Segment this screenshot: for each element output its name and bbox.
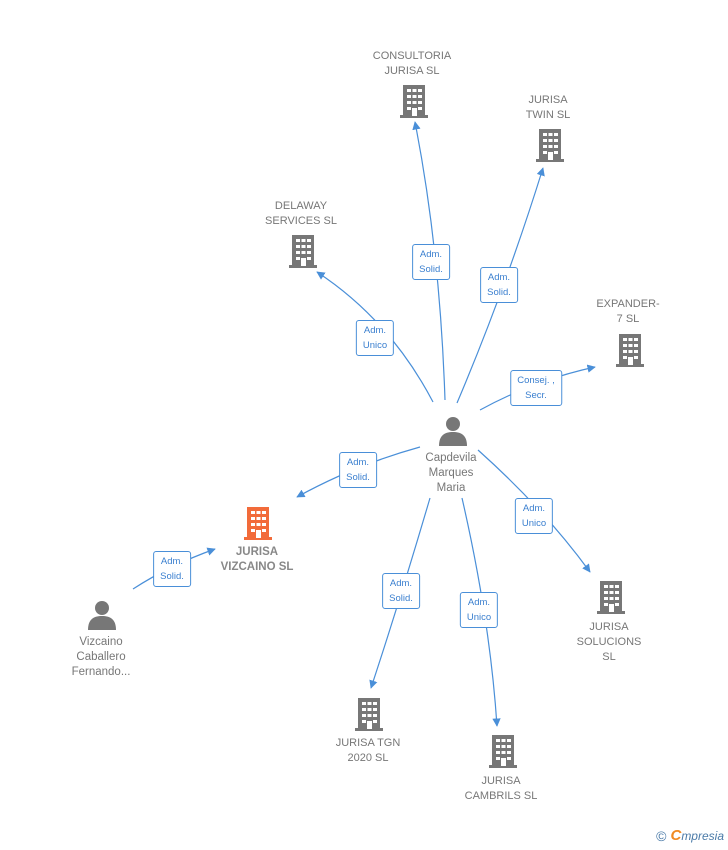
node-label-tgn[interactable]: JURISA TGN 2020 SL [336, 736, 401, 766]
relation-role: Solid. [389, 593, 413, 604]
label-line: SL [602, 651, 616, 663]
node-label-expander[interactable]: EXPANDER- 7 SL [596, 297, 659, 327]
person-icon-capdevila[interactable] [439, 417, 467, 446]
relation-role: Adm. [419, 249, 443, 260]
relation-box-consultoria: Adm. Solid. [412, 244, 450, 280]
node-label-vizcaino-sl[interactable]: JURISA VIZCAINO SL [221, 545, 294, 575]
building-icon-soluciones[interactable] [597, 581, 625, 614]
building-icon-vizcaino-sl[interactable] [244, 507, 272, 540]
label-line: CAMBRILS SL [464, 790, 538, 802]
relation-role: Solid. [419, 264, 443, 275]
building-icon-tgn[interactable] [355, 698, 383, 731]
label-line: Caballero [76, 651, 126, 663]
building-icon-twin[interactable] [536, 129, 564, 162]
relation-box-vizcaino-sl: Adm. Solid. [339, 452, 377, 488]
node-label-delaway[interactable]: DELAWAY SERVICES SL [265, 199, 337, 229]
relation-box-cambrils: Adm. Unico [459, 592, 499, 628]
label-line: JURISA TGN [335, 737, 401, 749]
brand-name: mpresia [681, 829, 724, 843]
node-label-capdevila[interactable]: Capdevila Marques Maria [425, 451, 476, 496]
relation-box-twin: Adm. Solid. [480, 267, 518, 303]
node-label-soluciones[interactable]: JURISA SOLUCIONS SL [577, 620, 642, 665]
label-line: Maria [436, 482, 466, 494]
label-line: CONSULTORIA [372, 50, 452, 62]
relation-box-tgn: Adm. Solid. [382, 573, 420, 609]
person-icon-vizcaino[interactable] [88, 601, 116, 630]
relation-role: Adm. [363, 325, 387, 336]
relation-role: Solid. [160, 571, 184, 582]
relation-role: Solid. [346, 472, 370, 483]
label-line: JURISA SL [384, 65, 440, 77]
relation-role: Consej. , [517, 375, 555, 386]
label-line: VIZCAINO SL [220, 561, 294, 573]
copyright-icon: © [656, 827, 667, 844]
relation-role: Adm. [467, 597, 491, 608]
label-line: Marques [428, 467, 474, 479]
label-line: DELAWAY [274, 200, 328, 212]
building-icon-cambrils[interactable] [489, 735, 517, 768]
building-icon-delaway[interactable] [289, 235, 317, 268]
relation-role: Adm. [346, 457, 370, 468]
relation-role: Solid. [487, 287, 511, 298]
label-line: Fernando... [71, 666, 131, 678]
brand-logo: Cmpresia [670, 827, 724, 844]
building-icon-consultoria[interactable] [400, 85, 428, 118]
node-label-twin[interactable]: JURISA TWIN SL [526, 93, 571, 123]
label-line: Vizcaino [79, 636, 123, 648]
label-line: SERVICES SL [265, 215, 337, 227]
relation-box-expander: Consej. , Secr. [510, 370, 562, 406]
relation-role: Unico [521, 518, 547, 529]
relation-role: Adm. [522, 503, 546, 514]
relation-role: Unico [362, 340, 388, 351]
node-label-consultoria[interactable]: CONSULTORIA JURISA SL [373, 49, 451, 79]
relation-role: Adm. [487, 272, 511, 283]
footer-brand: © Cmpresia [656, 827, 724, 844]
label-line: JURISA [528, 94, 568, 106]
label-line: EXPANDER- [596, 298, 660, 310]
label-line: JURISA [481, 775, 521, 787]
label-line: 7 SL [616, 313, 640, 325]
node-label-cambrils[interactable]: JURISA CAMBRILS SL [465, 774, 538, 804]
brand-initial: C [670, 827, 682, 844]
relation-box-soluciones: Adm. Unico [514, 498, 554, 534]
label-line: 2020 SL [347, 752, 389, 764]
label-line: JURISA [235, 546, 279, 558]
building-icon-expander[interactable] [616, 334, 644, 367]
relation-role: Unico [466, 612, 492, 623]
label-line: JURISA [589, 621, 629, 633]
relation-role: Adm. [160, 556, 184, 567]
relation-role: Secr. [525, 390, 547, 401]
relation-box-person-vizcaino: Adm. Solid. [153, 551, 191, 587]
label-line: SOLUCIONS [576, 636, 642, 648]
label-line: TWIN SL [525, 109, 571, 121]
label-line: Capdevila [425, 452, 477, 464]
relation-box-delaway: Adm. Unico [355, 320, 395, 356]
relation-role: Adm. [389, 578, 413, 589]
edges [132, 121, 596, 727]
node-label-vizcaino-person[interactable]: Vizcaino Caballero Fernando... [72, 635, 131, 680]
